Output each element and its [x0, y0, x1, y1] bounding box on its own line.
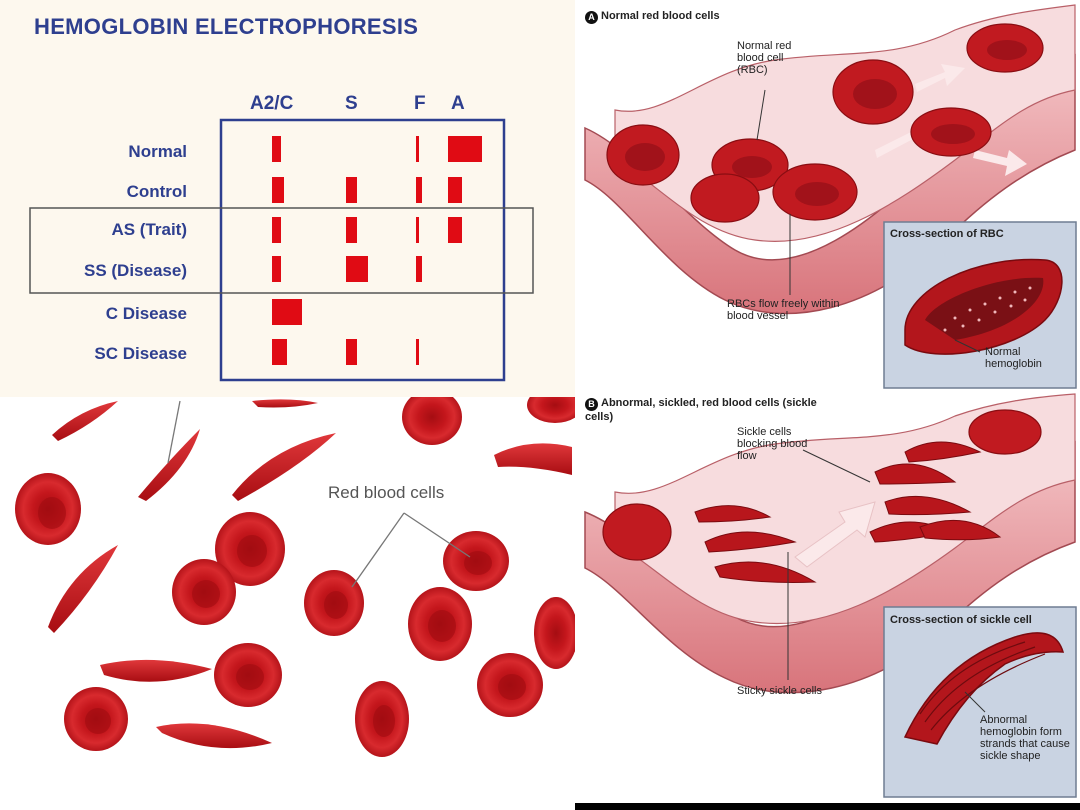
leader-line — [756, 89, 766, 141]
label-normal-hemoglobin: Normal hemoglobin — [985, 346, 1042, 370]
band-a2c-row-2 — [272, 217, 281, 243]
normal-cell — [534, 597, 575, 669]
band-a-row-2 — [448, 217, 462, 243]
band-f-row-0 — [416, 136, 419, 162]
label-sickle-blocking: Sickle cells blocking blood flow — [737, 426, 808, 462]
sickle-cell — [252, 399, 318, 408]
sickle-cell — [694, 505, 772, 523]
band-f-row-1 — [416, 177, 422, 203]
leader-line — [964, 691, 986, 713]
leader-line — [403, 512, 471, 558]
band-a-row-0 — [448, 136, 482, 162]
normal-cell — [443, 531, 509, 591]
row-label-ss-disease: SS (Disease) — [84, 261, 187, 280]
normal-cell — [968, 409, 1042, 455]
band-a2c-row-5 — [272, 339, 287, 365]
column-header-s: S — [345, 93, 358, 114]
cross-section-title-rbc: Cross-section of RBC — [886, 225, 1008, 243]
sickle-cell — [232, 433, 336, 501]
label-abnormal-hemoglobin: Abnormal hemoglobin form strands that ca… — [980, 714, 1070, 762]
sickle-cell — [138, 429, 200, 501]
band-a2c-row-4 — [272, 299, 302, 325]
sickle-cross-section — [903, 632, 1065, 745]
normal-cell — [408, 587, 472, 661]
label-sticky-sickle: Sticky sickle cells — [737, 685, 822, 697]
electrophoresis-gel — [29, 118, 534, 382]
sickle-cell — [494, 443, 572, 475]
band-s-row-3 — [346, 256, 368, 282]
sickle-cell — [52, 401, 118, 441]
electrophoresis-panel: HEMOGLOBIN ELECTROPHORESIS A2/C S F A No… — [0, 0, 575, 397]
normal-cell — [402, 397, 462, 445]
label-normal-rbc: Normal red blood cell (RBC) — [737, 40, 792, 76]
blocked-flow-arrow — [794, 501, 876, 568]
sickle-cell — [874, 463, 957, 485]
normal-cell — [214, 643, 282, 707]
normal-vessel-illustration — [584, 4, 1077, 389]
leader-line — [167, 400, 181, 464]
sickle-cell — [704, 531, 797, 553]
band-a2c-row-1 — [272, 177, 284, 203]
blood-cells-illustration — [15, 397, 575, 757]
band-f-row-3 — [416, 256, 422, 282]
band-s-row-2 — [346, 217, 357, 243]
sickle-vessel-illustration — [584, 393, 1077, 798]
sickle-cell — [884, 495, 972, 516]
normal-cell — [64, 687, 128, 751]
normal-cell — [690, 173, 760, 223]
panel-badge-a: A — [585, 11, 598, 24]
sickle-cell — [156, 723, 272, 749]
sickle-cell — [714, 561, 817, 583]
normal-cell — [304, 570, 364, 636]
band-s-row-1 — [346, 177, 357, 203]
flow-arrow — [915, 64, 965, 92]
column-header-a2c: A2/C — [250, 93, 294, 114]
red-blood-cells-label: Red blood cells — [328, 483, 445, 502]
row-label-control: Control — [126, 182, 187, 201]
band-a-row-1 — [448, 177, 462, 203]
band-a2c-row-0 — [272, 136, 281, 162]
normal-cell — [477, 653, 543, 717]
sickle-cell — [904, 441, 982, 463]
blood-cells-panel: Red blood cells — [0, 397, 575, 810]
flow-arrow — [973, 150, 1027, 176]
column-header-f: F — [414, 93, 426, 114]
gel-frame — [219, 118, 506, 382]
panel-badge-b: B — [585, 398, 598, 411]
normal-cell — [602, 503, 672, 561]
row-label-normal: Normal — [128, 142, 187, 161]
normal-cell — [355, 681, 409, 757]
label-rbc-flow: RBCs flow freely within blood vessel — [727, 298, 840, 322]
cross-section-title-sickle: Cross-section of sickle cell — [886, 611, 1036, 629]
sickle-cell — [919, 519, 1002, 541]
leader-line — [351, 512, 405, 588]
normal-cell — [215, 512, 285, 586]
column-header-a: A — [451, 93, 465, 114]
normal-cell — [15, 473, 81, 545]
normal-cell — [527, 397, 575, 423]
normal-panel-title-text: Normal red blood cells — [601, 10, 720, 22]
sickle-cell — [48, 545, 118, 633]
normal-cell — [172, 559, 236, 625]
leader-line — [802, 449, 871, 483]
highlight-box — [29, 207, 534, 294]
band-f-row-5 — [416, 339, 419, 365]
sickle-panel-title-text: Abnormal, sickled, red blood cells (sick… — [585, 397, 817, 423]
band-a2c-row-3 — [272, 256, 281, 282]
rbc-interior — [925, 277, 1044, 340]
leader-line — [954, 339, 981, 353]
row-label-c-disease: C Disease — [105, 304, 187, 323]
band-f-row-2 — [416, 217, 419, 243]
band-s-row-5 — [346, 339, 357, 365]
electrophoresis-title: HEMOGLOBIN ELECTROPHORESIS — [34, 14, 419, 39]
sickle-cell — [100, 659, 212, 682]
row-label-sc-disease: SC Disease — [94, 344, 187, 363]
row-label-as-trait: AS (Trait) — [111, 220, 187, 239]
